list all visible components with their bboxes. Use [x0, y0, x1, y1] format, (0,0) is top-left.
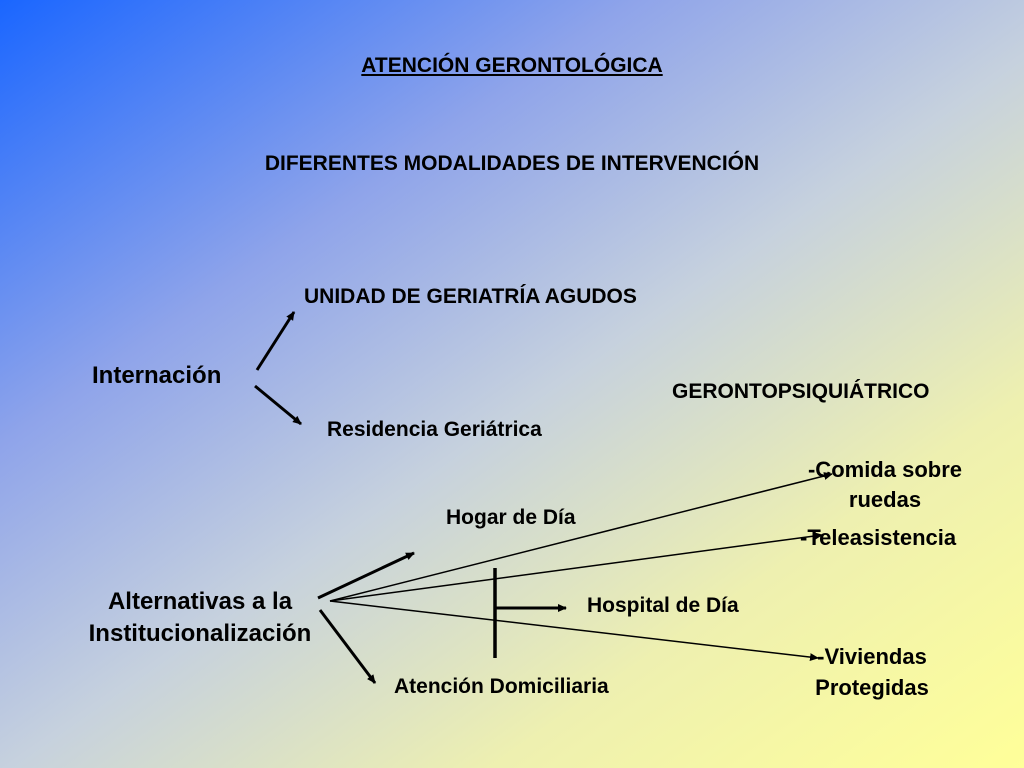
node-alternativas-line2: Institucionalización — [88, 620, 312, 647]
node-residencia-geriatrica: Residencia Geriátrica — [327, 418, 542, 441]
arrow-to-hogar-de-dia — [317, 551, 415, 600]
arrow-to-viviendas-protegidas — [329, 600, 819, 662]
node-hospital-de-dia: Hospital de Día — [587, 594, 739, 617]
node-unidad-geriatria-agudos: UNIDAD DE GERIATRÍA AGUDOS — [304, 285, 637, 308]
node-teleasistencia: -Teleasistencia — [800, 525, 957, 550]
node-alternativas-line1: Alternativas a la — [107, 588, 293, 615]
node-gerontopsiquiatrico: GERONTOPSIQUIÁTRICO — [672, 380, 930, 403]
arrow-to-unidad-geriatria — [255, 311, 296, 371]
arrow-to-comida-sobre-ruedas — [329, 472, 833, 602]
node-atencion-domiciliaria: Atención Domiciliaria — [394, 675, 609, 698]
node-hogar-de-dia: Hogar de Día — [446, 506, 576, 529]
arrow-to-teleasistencia — [329, 532, 823, 602]
slide-subtitle: DIFERENTES MODALIDADES DE INTERVENCIÓN — [264, 152, 760, 175]
node-viviendas-line2: Protegidas — [815, 675, 929, 700]
slide-title: ATENCIÓN GERONTOLÓGICA — [361, 54, 663, 77]
node-viviendas-line1: -Viviendas — [817, 644, 927, 669]
arrow-to-residencia — [254, 384, 302, 426]
node-comida-line2: ruedas — [848, 487, 922, 512]
arrow-to-atencion-domiciliaria — [318, 609, 377, 684]
node-comida-line1: -Comida sobre — [807, 457, 963, 482]
node-internacion: Internación — [92, 362, 222, 389]
